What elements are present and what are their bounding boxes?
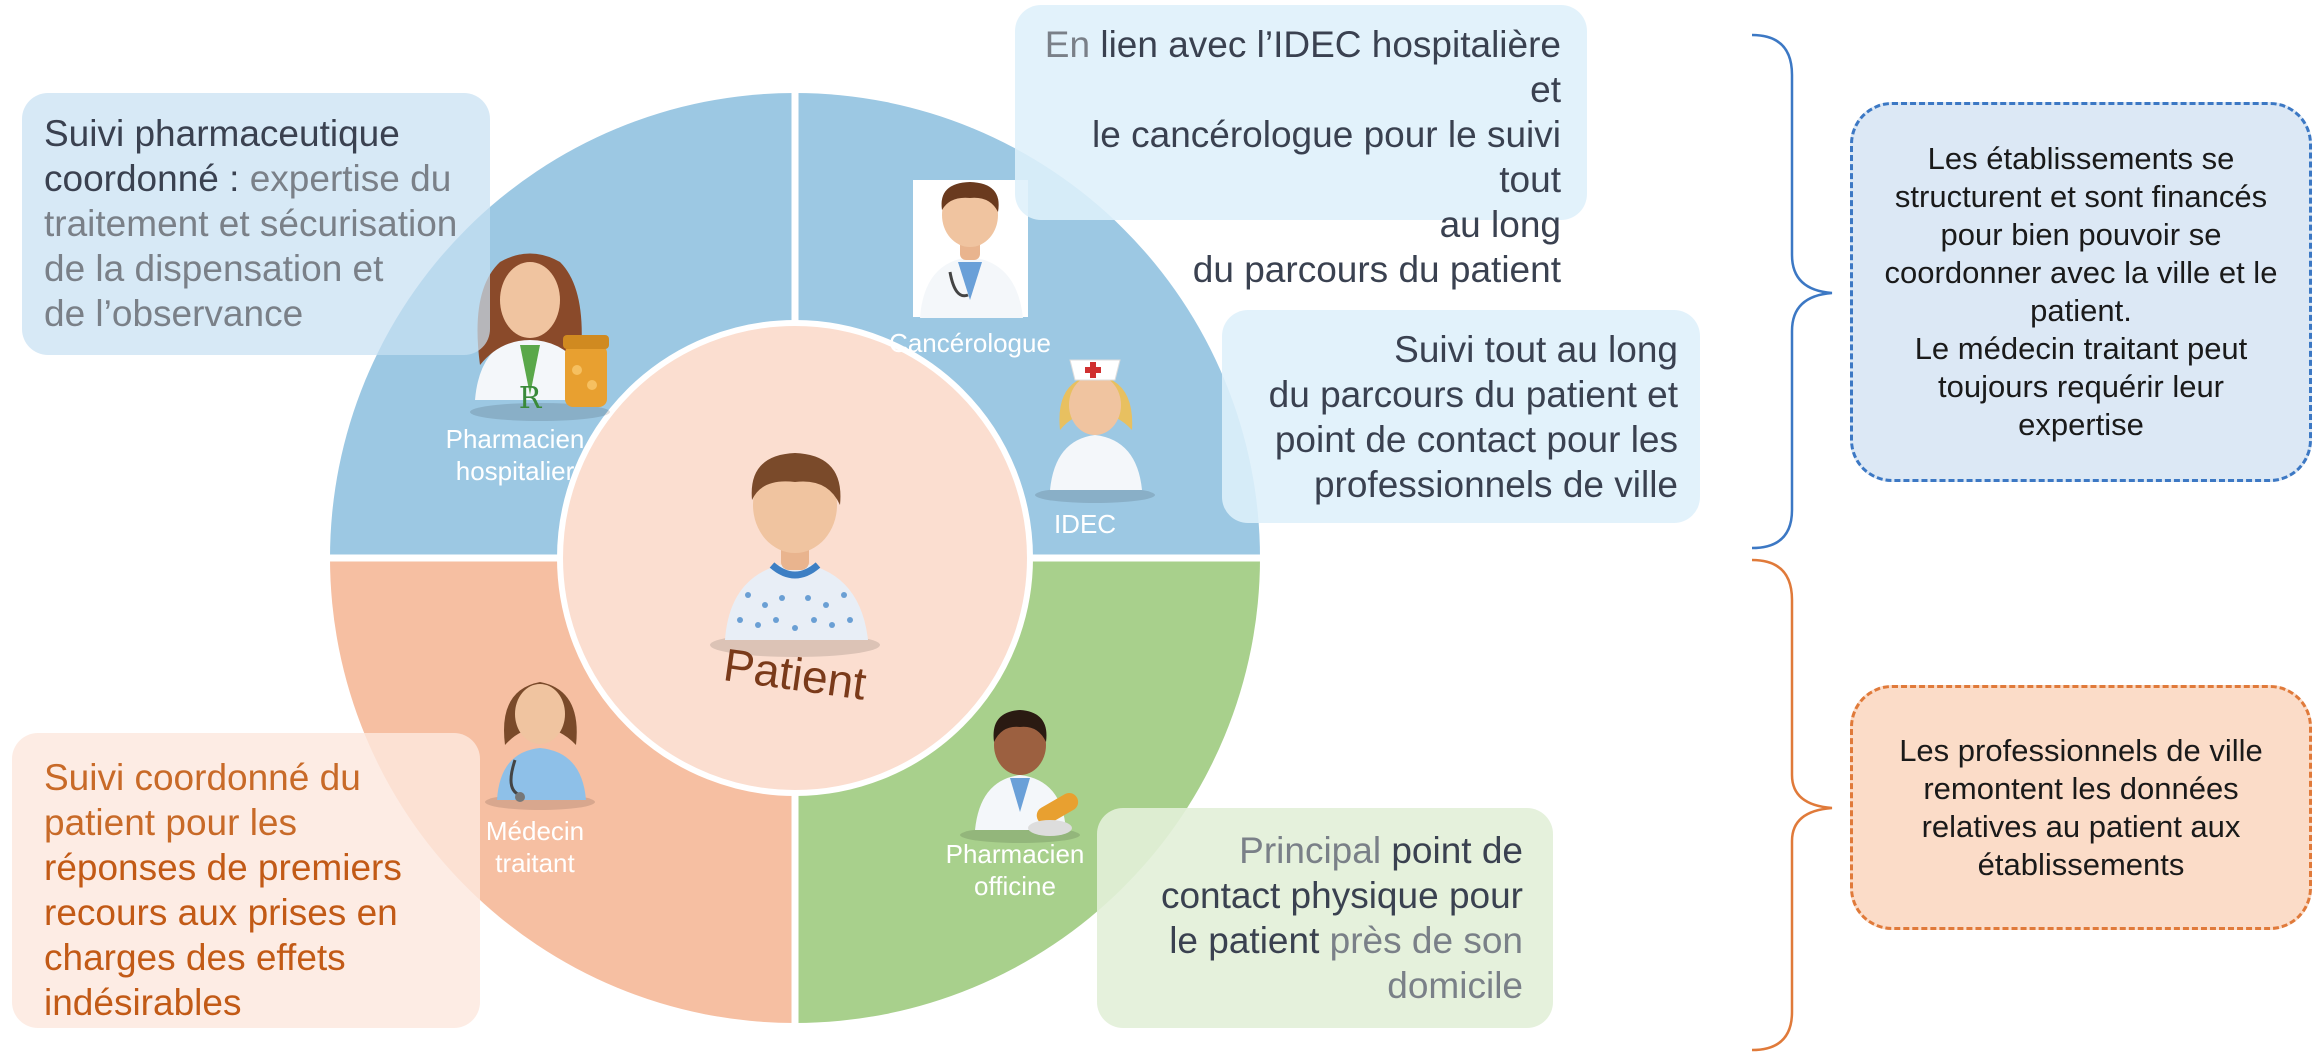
callout-line: au long — [1439, 204, 1561, 245]
callout-cancerologue: En lien avec l’IDEC hospitalière et le c… — [1015, 5, 1587, 290]
note-professionnels-text: Les professionnels de ville remontent le… — [1899, 732, 2263, 882]
pharmacien-hospitalier-icon: R — [470, 253, 610, 421]
callout-line: réponses de premiers — [44, 847, 402, 888]
callout-line: contact physique pour — [1160, 875, 1523, 916]
callout-line: professionnels de ville — [1313, 464, 1678, 505]
note-etablissements: Les établissements se structurent et son… — [1850, 102, 2312, 482]
pharmacien-officine-icon — [960, 710, 1080, 843]
callout-line: recours aux prises en — [44, 892, 398, 933]
role-label-idec: IDEC — [1053, 509, 1117, 539]
callout-line: domicile — [1387, 965, 1523, 1006]
callout-line: Suivi coordonné du — [44, 757, 361, 798]
callout-line: le cancérologue pour le suivi tout — [1092, 114, 1561, 200]
svg-text:R: R — [519, 381, 543, 416]
callout-line: du parcours du patient — [1192, 249, 1561, 290]
callout-line: de la dispensation et — [44, 248, 384, 289]
role-label-pharmacien-officine: Pharmacien officine — [945, 839, 1085, 901]
callout-line: Suivi pharmaceutique — [44, 113, 400, 154]
brace-professionnels — [1751, 558, 1833, 1052]
callout-line: indésirables — [44, 982, 242, 1023]
callout-pharmacien-hospitalier: Suivi pharmaceutique coordonné : experti… — [22, 93, 490, 355]
role-label-cancerologue: Cancérologue — [889, 328, 1051, 358]
note-professionnels: Les professionnels de ville remontent le… — [1850, 685, 2312, 930]
callout-light: expertise du — [239, 158, 452, 199]
cancerologue-icon — [913, 180, 1028, 318]
callout-line: de l’observance — [44, 293, 304, 334]
patient-icon — [710, 453, 880, 657]
callout-strong: point de — [1381, 830, 1523, 871]
callout-light: Principal — [1239, 830, 1382, 871]
callout-strong: lien avec l’IDEC hospitalière et — [1090, 24, 1561, 110]
callout-medecin-traitant: Suivi coordonné du patient pour les répo… — [12, 733, 480, 1028]
callout-line: patient pour les — [44, 802, 298, 843]
callout-line: point de contact pour les — [1274, 419, 1678, 460]
brace-etablissements — [1751, 33, 1833, 550]
note-etablissements-text: Les établissements se structurent et son… — [1884, 141, 2278, 442]
role-label-pharmacien-hospitalier: Pharmacien hospitalier — [445, 424, 585, 486]
callout-light: près de son — [1319, 920, 1523, 961]
callout-line: Suivi tout au long — [1394, 329, 1678, 370]
callout-strong: le patient — [1169, 920, 1320, 961]
callout-light: En — [1044, 24, 1091, 65]
idec-icon — [1035, 359, 1155, 503]
callout-line: charges des effets — [44, 937, 346, 978]
role-label-medecin-traitant: Médecin traitant — [485, 816, 585, 878]
callout-strong: coordonné : — [44, 158, 240, 199]
callout-line: du parcours du patient et — [1268, 374, 1678, 415]
callout-line: traitement et sécurisation — [44, 203, 458, 244]
medecin-traitant-icon — [485, 682, 595, 810]
callout-pharmacien-officine: Principal point de contact physique pour… — [1097, 808, 1553, 1028]
callout-idec: Suivi tout au long du parcours du patien… — [1222, 310, 1700, 523]
